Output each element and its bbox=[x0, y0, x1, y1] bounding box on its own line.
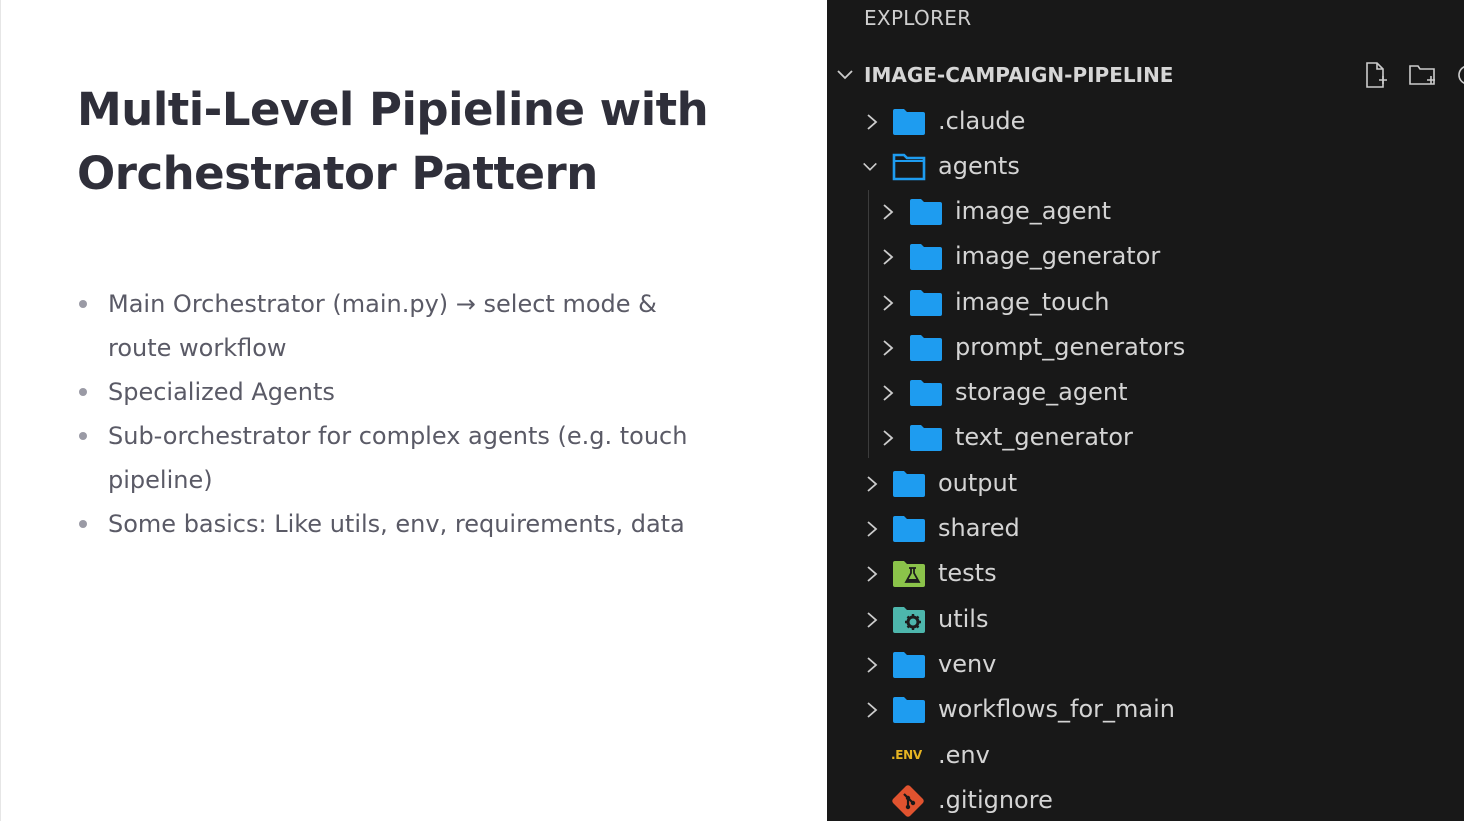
chevron-right-icon bbox=[883, 430, 894, 446]
tree-item-agents[interactable]: agents bbox=[827, 144, 1464, 189]
git-icon bbox=[892, 785, 924, 817]
tree-item-image-agent[interactable]: image_agent bbox=[827, 189, 1464, 234]
chevron-right-icon bbox=[867, 521, 878, 537]
file-explorer: EXPLORER IMAGE-CAMPAIGN-PIPELINE .claude… bbox=[827, 0, 1464, 821]
chevron-right-icon bbox=[883, 340, 894, 356]
folder-icon bbox=[893, 109, 925, 135]
tree-item-label: image_generator bbox=[955, 242, 1161, 270]
tree-item-label: agents bbox=[938, 152, 1020, 180]
chevron-right-icon bbox=[867, 114, 878, 130]
chevron-right-icon bbox=[867, 566, 878, 582]
tree-item-prompt-generators[interactable]: prompt_generators bbox=[827, 325, 1464, 370]
chevron-right-icon bbox=[883, 204, 894, 220]
folder-icon bbox=[893, 471, 925, 497]
bullet-text-line: pipeline) bbox=[108, 466, 213, 494]
tree-item-shared[interactable]: shared bbox=[827, 506, 1464, 551]
new-folder-icon[interactable] bbox=[1407, 60, 1437, 90]
workspace-root-label: IMAGE-CAMPAIGN-PIPELINE bbox=[864, 63, 1174, 87]
tree-item-label: image_touch bbox=[955, 288, 1110, 316]
tree-item-env[interactable]: .ENV .env bbox=[827, 733, 1464, 778]
new-file-icon[interactable] bbox=[1360, 60, 1390, 90]
bullet-text-line: Some basics: Like utils, env, requiremen… bbox=[108, 510, 685, 538]
folder-open-icon bbox=[892, 153, 926, 181]
bullet-text-line: Sub-orchestrator for complex agents (e.g… bbox=[108, 422, 688, 450]
tree-item-label: storage_agent bbox=[955, 378, 1128, 406]
explorer-title: EXPLORER bbox=[864, 6, 972, 30]
tree-item-label: utils bbox=[938, 605, 989, 633]
tree-item-label: output bbox=[938, 469, 1018, 497]
workspace-root-row[interactable]: IMAGE-CAMPAIGN-PIPELINE bbox=[827, 56, 1464, 94]
tree-item-workflows-for-main[interactable]: workflows_for_main bbox=[827, 687, 1464, 732]
folder-icon bbox=[893, 652, 925, 678]
slide-title: Multi-Level Pipieline with Orchestrator … bbox=[77, 78, 777, 206]
tree-item-image-touch[interactable]: image_touch bbox=[827, 280, 1464, 325]
tree-item-utils[interactable]: utils bbox=[827, 597, 1464, 642]
bullet-item: Some basics: Like utils, env, requiremen… bbox=[77, 502, 717, 546]
tree-item-label: .gitignore bbox=[938, 786, 1053, 814]
folder-icon bbox=[910, 335, 942, 361]
bullet-text-line: route workflow bbox=[108, 334, 287, 362]
chevron-right-icon bbox=[883, 249, 894, 265]
slide-panel: Multi-Level Pipieline with Orchestrator … bbox=[0, 0, 777, 821]
folder-icon bbox=[893, 697, 925, 723]
tree-item-image-generator[interactable]: image_generator bbox=[827, 234, 1464, 279]
chevron-right-icon bbox=[883, 295, 894, 311]
indent-guide bbox=[868, 190, 869, 458]
flask-folder-icon bbox=[893, 561, 925, 587]
tree-item-output[interactable]: output bbox=[827, 461, 1464, 506]
folder-icon bbox=[893, 516, 925, 542]
bullet-text-line: Main Orchestrator (main.py) → select mod… bbox=[108, 290, 657, 318]
tree-item-storage-agent[interactable]: storage_agent bbox=[827, 370, 1464, 415]
slide-title-line-1: Multi-Level Pipieline with bbox=[77, 83, 709, 136]
tree-item-venv[interactable]: venv bbox=[827, 642, 1464, 687]
folder-icon bbox=[910, 290, 942, 316]
chevron-down-icon bbox=[863, 162, 877, 171]
bullet-list: Main Orchestrator (main.py) → select mod… bbox=[77, 282, 717, 546]
tree-item-label: venv bbox=[938, 650, 997, 678]
tree-item-label: .env bbox=[938, 741, 990, 769]
bullet-item: Specialized Agents bbox=[77, 370, 717, 414]
chevron-down-icon bbox=[837, 70, 853, 80]
slide-title-line-2: Orchestrator Pattern bbox=[77, 147, 598, 200]
chevron-right-icon bbox=[867, 702, 878, 718]
gear-folder-icon bbox=[893, 607, 925, 633]
folder-icon bbox=[910, 380, 942, 406]
tree-item-tests[interactable]: tests bbox=[827, 551, 1464, 596]
bullet-item: Main Orchestrator (main.py) → select mod… bbox=[77, 282, 717, 370]
chevron-right-icon bbox=[867, 476, 878, 492]
tree-item-gitignore[interactable]: .gitignore bbox=[827, 778, 1464, 821]
tree-item-label: .claude bbox=[938, 107, 1026, 135]
tree-item-label: text_generator bbox=[955, 423, 1133, 451]
chevron-right-icon bbox=[883, 385, 894, 401]
bullet-item: Sub-orchestrator for complex agents (e.g… bbox=[77, 414, 717, 502]
tree-item-label: workflows_for_main bbox=[938, 695, 1175, 723]
chevron-right-icon bbox=[867, 657, 878, 673]
chevron-right-icon bbox=[867, 612, 878, 628]
folder-icon bbox=[910, 244, 942, 270]
tree-item-label: image_agent bbox=[955, 197, 1112, 225]
folder-icon bbox=[910, 199, 942, 225]
bullet-text-line: Specialized Agents bbox=[108, 378, 335, 406]
tree-item-text-generator[interactable]: text_generator bbox=[827, 415, 1464, 460]
tree-item-label: prompt_generators bbox=[955, 333, 1186, 361]
env-file-icon: .ENV bbox=[891, 748, 922, 762]
tree-item-label: shared bbox=[938, 514, 1020, 542]
tree-item-label: tests bbox=[938, 559, 997, 587]
tree-item-claude[interactable]: .claude bbox=[827, 99, 1464, 144]
folder-icon bbox=[910, 425, 942, 451]
refresh-icon[interactable] bbox=[1453, 60, 1464, 90]
